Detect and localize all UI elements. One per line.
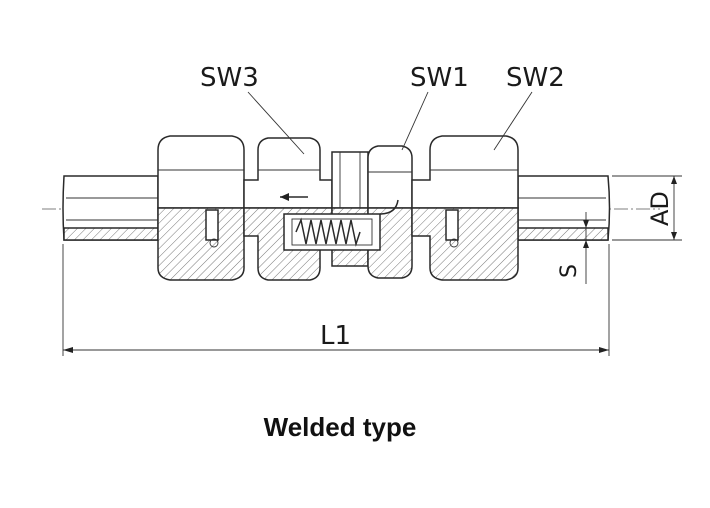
- l1-label: L1: [320, 321, 351, 351]
- sw3-body-hex: [243, 137, 333, 281]
- right-weld-tube: [517, 175, 611, 241]
- sw2-nut-right: [411, 135, 519, 281]
- l1-dimension: [62, 244, 610, 356]
- figure-caption: Welded type: [263, 412, 417, 442]
- s-dimension: [583, 212, 589, 284]
- sw3-label: SW3: [200, 63, 259, 93]
- sw3-leader: [247, 91, 305, 155]
- sw1-label: SW1: [410, 63, 469, 93]
- sw1-leader: [401, 91, 429, 151]
- sw2-label: SW2: [506, 63, 565, 93]
- check-spring: [283, 199, 399, 251]
- ad-dimension: [612, 175, 682, 241]
- sw2-leader: [493, 91, 533, 151]
- sw3-nut-left: [157, 135, 245, 281]
- left-weld-tube: [62, 175, 159, 241]
- s-label: S: [557, 264, 582, 278]
- ad-label: AD: [646, 191, 674, 226]
